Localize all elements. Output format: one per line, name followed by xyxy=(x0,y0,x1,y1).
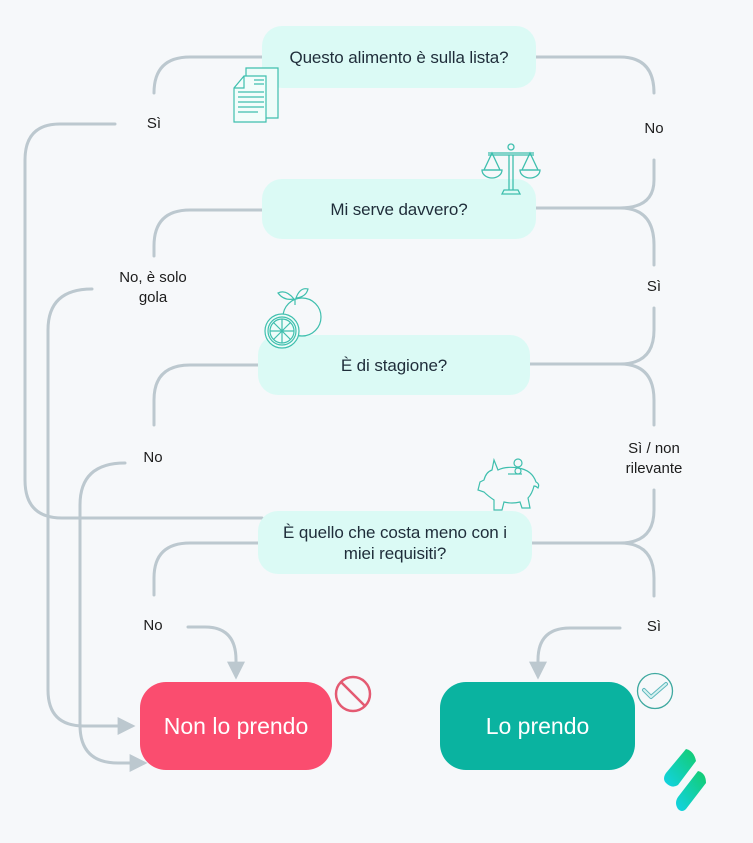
outcome-reject: Non lo prendo xyxy=(140,682,332,770)
question-text: È di stagione? xyxy=(340,355,448,375)
checkmark-circle-icon xyxy=(636,672,674,710)
edge-label-q1-yes: Sì xyxy=(146,115,162,132)
edge-q4-yes-top xyxy=(618,541,656,598)
piggy-bank-icon xyxy=(477,457,540,511)
edge-label-q2-yes: Sì xyxy=(646,278,662,295)
question-on-list: Questo alimento è sulla lista? xyxy=(262,26,536,88)
edge-q3-no-top xyxy=(152,363,260,427)
edge-q3-no-to-reject xyxy=(78,461,148,772)
scale-icon xyxy=(481,143,541,195)
citrus-fruit-icon xyxy=(264,288,322,349)
outcome-label: Lo prendo xyxy=(485,712,590,739)
question-text: Mi serve davvero? xyxy=(330,199,468,219)
edge-q2-no-to-reject xyxy=(46,287,136,735)
document-icon xyxy=(233,67,279,123)
outcome-label: Non lo prendo xyxy=(163,712,309,739)
edge-q1-yes-top xyxy=(152,55,264,95)
edge-q1-no-to-q2 xyxy=(534,158,656,210)
prohibited-icon xyxy=(334,675,372,713)
edge-q1-yes-to-q4 xyxy=(23,122,264,520)
outcome-accept: Lo prendo xyxy=(440,682,635,770)
edge-q1-no-top xyxy=(534,55,656,95)
edge-label-q4-no: No xyxy=(143,617,163,634)
edge-q3-yes-top xyxy=(618,362,656,427)
edge-label-q4-yes: Sì xyxy=(646,618,662,635)
edge-q2-yes-to-q3 xyxy=(528,306,656,366)
edge-q4-yes-to-accept xyxy=(529,626,622,680)
edge-label-q2-no: No, è solo gola xyxy=(119,269,187,306)
question-cheapest: È quello che costa meno con i miei requi… xyxy=(258,511,532,574)
edge-q2-no-top xyxy=(152,208,264,258)
edge-q4-no-top xyxy=(152,541,262,597)
edge-q2-yes-top xyxy=(618,206,656,267)
edge-label-q1-no: No xyxy=(644,120,664,137)
question-text: È quello che costa meno con i miei requi… xyxy=(283,522,507,563)
edge-q3-yes-to-q4 xyxy=(530,488,656,545)
question-in-season: È di stagione? xyxy=(258,335,530,395)
question-really-need: Mi serve davvero? xyxy=(262,179,536,239)
question-text: Questo alimento è sulla lista? xyxy=(289,47,509,67)
edge-label-q3-no: No xyxy=(143,449,163,466)
edge-label-q3-yes: Sì / non rilevante xyxy=(625,440,683,477)
edge-q4-no-to-reject xyxy=(186,625,245,680)
brand-logo-icon xyxy=(664,749,706,811)
